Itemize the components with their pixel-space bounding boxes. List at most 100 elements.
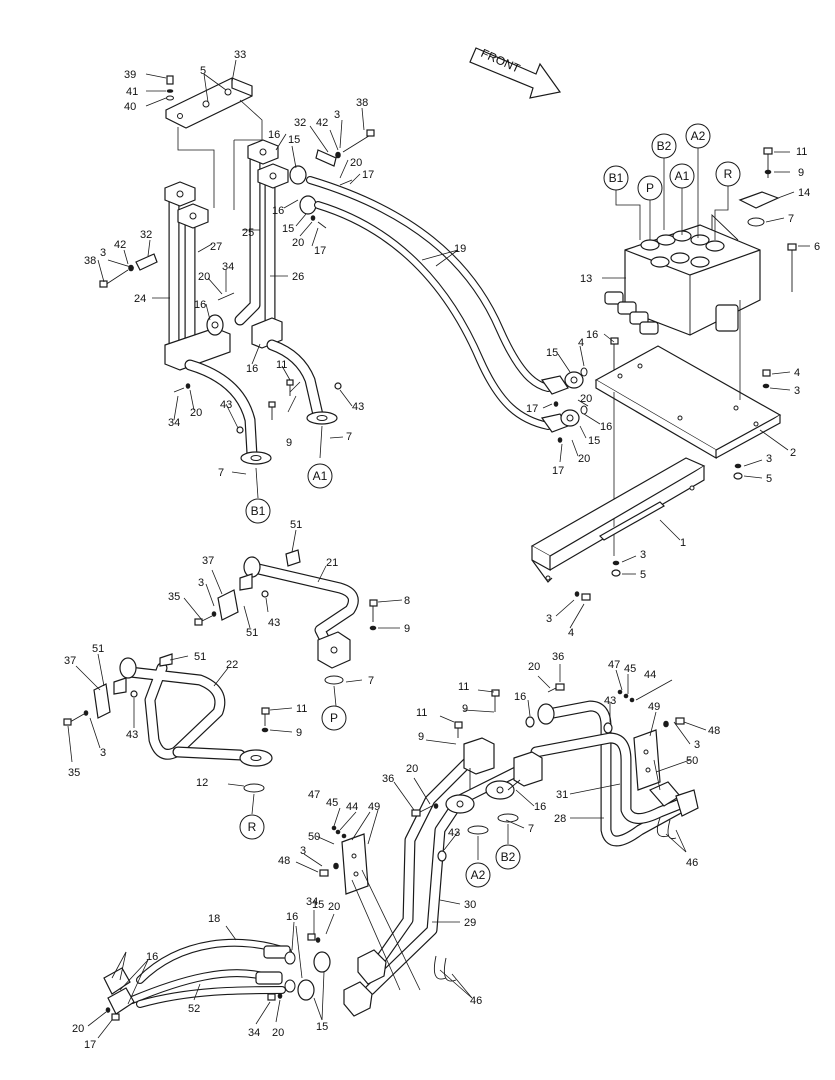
callout-c13: 17 bbox=[362, 169, 374, 181]
port-label-r-top: R bbox=[724, 167, 733, 181]
callout-c47: 16 bbox=[586, 329, 598, 341]
callout-c20: 32 bbox=[140, 229, 152, 241]
callout-c67: 3 bbox=[198, 577, 204, 589]
callout-c102: 31 bbox=[556, 789, 568, 801]
callout-c91: 16 bbox=[514, 691, 526, 703]
callout-c108: 49 bbox=[368, 801, 380, 813]
callout-c63: 4 bbox=[568, 627, 574, 639]
callout-c99: 36 bbox=[382, 773, 394, 785]
callout-c16: 20 bbox=[292, 237, 304, 249]
callout-c15: 15 bbox=[282, 223, 294, 235]
callout-c32: 34 bbox=[168, 417, 180, 429]
callout-c11: 38 bbox=[356, 97, 368, 109]
callout-c120: 15 bbox=[312, 899, 324, 911]
callout-c73: 7 bbox=[368, 675, 374, 687]
plate-2 bbox=[594, 345, 782, 460]
top-bracket-33 bbox=[165, 77, 253, 129]
pipes-29-30 bbox=[343, 754, 526, 1017]
callout-c92: 43 bbox=[604, 695, 616, 707]
callout-c107: 44 bbox=[346, 801, 358, 813]
pipe-24-27 bbox=[164, 181, 209, 361]
callout-c128: 15 bbox=[316, 1021, 328, 1033]
callout-c83: 12 bbox=[196, 777, 208, 789]
callout-c50: 9 bbox=[798, 167, 804, 179]
channel-1 bbox=[530, 457, 706, 583]
callout-c75: 37 bbox=[64, 655, 76, 667]
pipe-22 bbox=[63, 653, 273, 793]
callout-c115: 29 bbox=[464, 917, 476, 929]
port-label-b2-top: B2 bbox=[657, 139, 672, 153]
callout-c66: 37 bbox=[202, 555, 214, 567]
channel-bolts bbox=[574, 560, 621, 601]
callout-c100: 20 bbox=[406, 763, 418, 775]
callout-c116: 18 bbox=[208, 913, 220, 925]
callout-c34: 43 bbox=[220, 399, 232, 411]
port-label-texts: B1 P B2 A1 A2 R A1 B1 P R A2 B2 bbox=[248, 129, 733, 882]
callout-c41: 17 bbox=[526, 403, 538, 415]
valve-blocks-lower bbox=[445, 737, 543, 835]
callout-c123: 52 bbox=[188, 1003, 200, 1015]
callout-c127: 20 bbox=[272, 1027, 284, 1039]
callout-c8: 32 bbox=[294, 117, 306, 129]
callout-c4: 5 bbox=[200, 65, 206, 77]
callout-c118: 20 bbox=[328, 901, 340, 913]
port-label-r-left: R bbox=[248, 820, 257, 834]
plate-bolts bbox=[610, 337, 771, 480]
callout-c26: 20 bbox=[198, 271, 210, 283]
callout-c12: 20 bbox=[350, 157, 362, 169]
callout-c5: 33 bbox=[234, 49, 246, 61]
callout-c60: 3 bbox=[640, 549, 646, 561]
port-label-b1-top: B1 bbox=[609, 171, 624, 185]
callout-c3: 40 bbox=[124, 101, 136, 113]
callout-c121: 16 bbox=[146, 951, 158, 963]
callout-c124: 20 bbox=[72, 1023, 84, 1035]
port-label-b2-bottom: B2 bbox=[501, 850, 516, 864]
callout-c6: 16 bbox=[268, 129, 280, 141]
callout-c109: 43 bbox=[448, 827, 460, 839]
callout-c33: 20 bbox=[190, 407, 202, 419]
callout-c54: 4 bbox=[794, 367, 800, 379]
callout-c10: 3 bbox=[334, 109, 340, 121]
front-arrow: FRONT bbox=[469, 46, 562, 99]
port-label-a1-top: A1 bbox=[675, 169, 690, 183]
callout-c112: 3 bbox=[300, 845, 306, 857]
callout-c52: 7 bbox=[788, 213, 794, 225]
callout-c98: 50 bbox=[686, 755, 698, 767]
callout-c58: 5 bbox=[766, 473, 772, 485]
callout-c25: 34 bbox=[222, 261, 234, 273]
callout-c106: 45 bbox=[326, 797, 338, 809]
callout-c62: 3 bbox=[546, 613, 552, 625]
callout-c40: 4 bbox=[578, 337, 584, 349]
callout-c113: 48 bbox=[278, 855, 290, 867]
upper-hose-fittings bbox=[310, 129, 375, 229]
callout-c64: 51 bbox=[290, 519, 302, 531]
callout-c19: 27 bbox=[210, 241, 222, 253]
callout-c87: 45 bbox=[624, 663, 636, 675]
callout-c35: 43 bbox=[352, 401, 364, 413]
riser-bolts bbox=[99, 253, 342, 434]
callout-c90: 9 bbox=[462, 703, 468, 715]
callout-c1: 39 bbox=[124, 69, 136, 81]
callout-c80: 35 bbox=[68, 767, 80, 779]
hoses-18-52 bbox=[103, 933, 331, 1021]
callout-c9: 42 bbox=[316, 117, 328, 129]
callout-c79: 3 bbox=[100, 747, 106, 759]
flange-16-upper bbox=[206, 165, 317, 336]
callout-c125: 17 bbox=[84, 1039, 96, 1051]
port-label-b1-left: B1 bbox=[251, 504, 266, 518]
callout-c7: 15 bbox=[288, 134, 300, 146]
callout-c72: 9 bbox=[404, 623, 410, 635]
callout-c48: 13 bbox=[580, 273, 592, 285]
callout-c81: 11 bbox=[296, 703, 307, 715]
callout-c30: 11 bbox=[276, 359, 287, 371]
callout-c68: 35 bbox=[168, 591, 180, 603]
callout-c36: 7 bbox=[346, 431, 352, 443]
callout-c101: 16 bbox=[534, 801, 546, 813]
port-label-a2-bottom: A2 bbox=[471, 868, 486, 882]
callout-c88: 44 bbox=[644, 669, 656, 681]
callout-c65: 21 bbox=[326, 557, 338, 569]
callout-c110: 46 bbox=[686, 857, 698, 869]
callout-c18: 25 bbox=[242, 227, 254, 239]
